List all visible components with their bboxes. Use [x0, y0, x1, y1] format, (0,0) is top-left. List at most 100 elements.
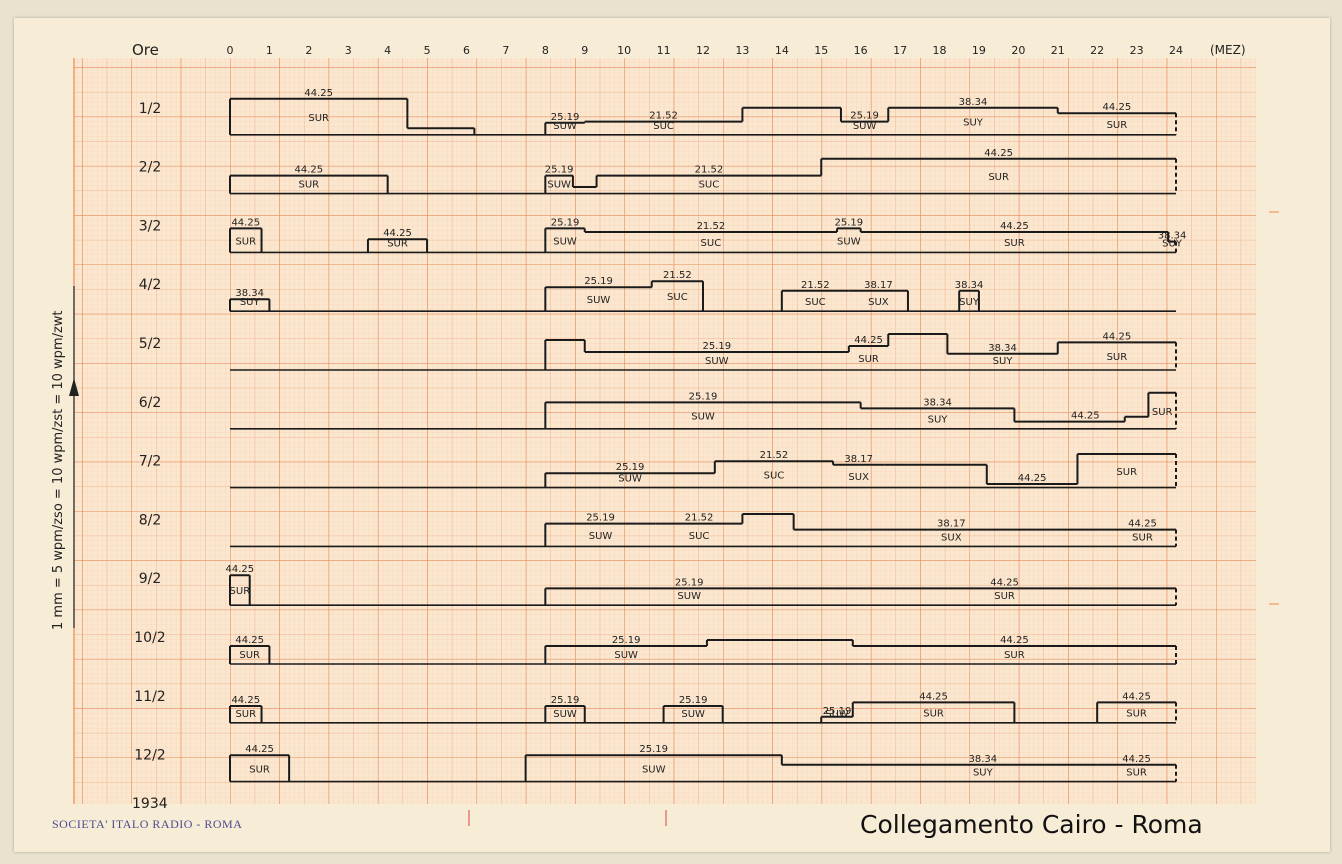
segment-frequency-label: 25.19 — [612, 635, 641, 646]
segment-frequency-label: 21.52 — [695, 165, 724, 176]
segment-callsign-label: SUW — [691, 412, 715, 423]
hour-tick-label: 1 — [266, 44, 273, 57]
date-labels: 1/22/23/24/25/26/27/28/29/210/211/212/2 — [134, 101, 165, 764]
segment-frequency-label: 44.25 — [245, 744, 274, 755]
hour-tick-label: 14 — [775, 44, 789, 57]
segment-frequency-label: 38.34 — [988, 343, 1017, 354]
segment-callsign-label: SUC — [667, 292, 688, 303]
segment-frequency-label: 25.19 — [551, 695, 580, 706]
segment-frequency-label: 44.25 — [304, 88, 333, 99]
segment-callsign-label: SUW — [681, 709, 705, 720]
row-date-label: 7/2 — [139, 454, 162, 470]
segment-frequency-label: 21.52 — [685, 513, 714, 524]
segment-callsign-label: SUR — [1107, 352, 1128, 363]
segment-frequency-label: 38.34 — [955, 280, 984, 291]
row-date-label: 2/2 — [139, 160, 162, 176]
segment-frequency-label: 44.25 — [919, 691, 948, 702]
hour-tick-label: 15 — [814, 44, 828, 57]
segment-frequency-label: 25.19 — [679, 695, 708, 706]
segment-frequency-label: 44.25 — [1000, 221, 1029, 232]
segment-frequency-label: 25.19 — [551, 217, 580, 228]
segment-callsign-label: SUY — [959, 297, 980, 308]
hour-tick-label: 2 — [305, 44, 312, 57]
segment-callsign-label: SUR — [1004, 238, 1025, 249]
segment-frequency-label: 25.19 — [586, 513, 615, 524]
segment-callsign-label: SUR — [1126, 709, 1147, 720]
segment-frequency-label: 38.34 — [969, 754, 998, 765]
segment-frequency-label: 44.25 — [1000, 635, 1029, 646]
segment-callsign-label: SUR — [988, 172, 1009, 183]
hour-tick-label: 8 — [542, 44, 549, 57]
segment-callsign-label: SUR — [299, 180, 320, 191]
hours-header-label: Ore — [132, 41, 159, 59]
segment-frequency-label: 44.25 — [1018, 473, 1047, 484]
hour-tick-label: 13 — [735, 44, 749, 57]
segment-frequency-label: 25.19 — [835, 217, 864, 228]
segment-frequency-label: 44.25 — [1103, 102, 1132, 113]
segment-callsign-label: SUR — [1152, 407, 1173, 418]
segment-callsign-label: SUW — [837, 236, 861, 247]
segment-frequency-label: 44.25 — [235, 635, 264, 646]
timezone-label: (MEZ) — [1210, 43, 1246, 57]
segment-frequency-label: 44.25 — [226, 564, 255, 575]
row-date-label: 3/2 — [139, 218, 162, 234]
hour-tick-label: 22 — [1090, 44, 1104, 57]
segment-frequency-label: 21.52 — [663, 270, 692, 281]
row-date-label: 8/2 — [139, 512, 162, 528]
segment-callsign-label: SUR — [1126, 768, 1147, 779]
segment-callsign-label: SUR — [235, 236, 256, 247]
segment-callsign-label: SUW — [553, 121, 577, 132]
segment-callsign-label: SUW — [618, 474, 642, 485]
row-date-label: 6/2 — [139, 395, 162, 411]
segment-frequency-label: 21.52 — [649, 111, 678, 122]
segment-frequency-label: 38.17 — [864, 280, 893, 291]
segment-frequency-label: 21.52 — [760, 450, 789, 461]
hour-tick-label: 3 — [345, 44, 352, 57]
segment-frequency-label: 44.25 — [1128, 519, 1157, 530]
hour-tick-label: 19 — [972, 44, 986, 57]
segment-callsign-label: SUY — [928, 415, 949, 426]
segment-callsign-label: SUR — [230, 586, 251, 597]
hour-tick-label: 24 — [1169, 44, 1183, 57]
segment-callsign-label: SUW — [825, 709, 849, 720]
segment-callsign-label: SUX — [941, 532, 962, 543]
segment-callsign-label: SUW — [642, 764, 666, 775]
scale-note: 1 mm = 5 wpm/zso = 10 wpm/zst = 10 wpm/z… — [51, 310, 66, 630]
segment-frequency-label: 25.19 — [702, 341, 731, 352]
segment-callsign-label: SUW — [587, 295, 611, 306]
segment-frequency-label: 25.19 — [584, 276, 613, 287]
segment-frequency-label: 21.52 — [697, 221, 726, 232]
segment-frequency-label: 44.25 — [1122, 691, 1151, 702]
segment-callsign-label: SUY — [240, 297, 261, 308]
segment-callsign-label: SUX — [868, 297, 889, 308]
segment-callsign-label: SUC — [699, 180, 720, 191]
hour-tick-label: 9 — [581, 44, 588, 57]
chart-title: Collegamento Cairo - Roma — [860, 810, 1203, 839]
segment-callsign-label: SUR — [1004, 650, 1025, 661]
segment-frequency-label: 44.25 — [1103, 331, 1132, 342]
segment-frequency-label: 38.34 — [235, 288, 264, 299]
segment-frequency-label: 44.25 — [295, 165, 324, 176]
segment-callsign-label: SUR — [1107, 120, 1128, 131]
hour-tick-label: 17 — [893, 44, 907, 57]
segment-frequency-label: 44.25 — [231, 695, 260, 706]
segment-callsign-label: SUY — [963, 117, 984, 128]
hour-tick-label: 20 — [1011, 44, 1025, 57]
segment-frequency-label: 25.19 — [545, 165, 574, 176]
segment-callsign-label: SUW — [553, 709, 577, 720]
segment-frequency-label: 25.19 — [689, 391, 718, 402]
row-date-label: 12/2 — [134, 748, 165, 764]
row-date-label: 9/2 — [139, 571, 162, 587]
segment-frequency-label: 38.34 — [959, 97, 988, 108]
hour-tick-label: 7 — [502, 44, 509, 57]
segment-callsign-label: SUW — [705, 356, 729, 367]
segment-callsign-label: SUR — [923, 709, 944, 720]
segment-callsign-label: SUR — [239, 650, 260, 661]
row-date-label: 1/2 — [139, 101, 162, 117]
segment-frequency-label: 25.19 — [823, 706, 852, 717]
segment-callsign-label: SUR — [308, 113, 329, 124]
row-date-label: 5/2 — [139, 336, 162, 352]
hour-tick-label: 18 — [933, 44, 947, 57]
segment-callsign-label: SUW — [853, 121, 877, 132]
